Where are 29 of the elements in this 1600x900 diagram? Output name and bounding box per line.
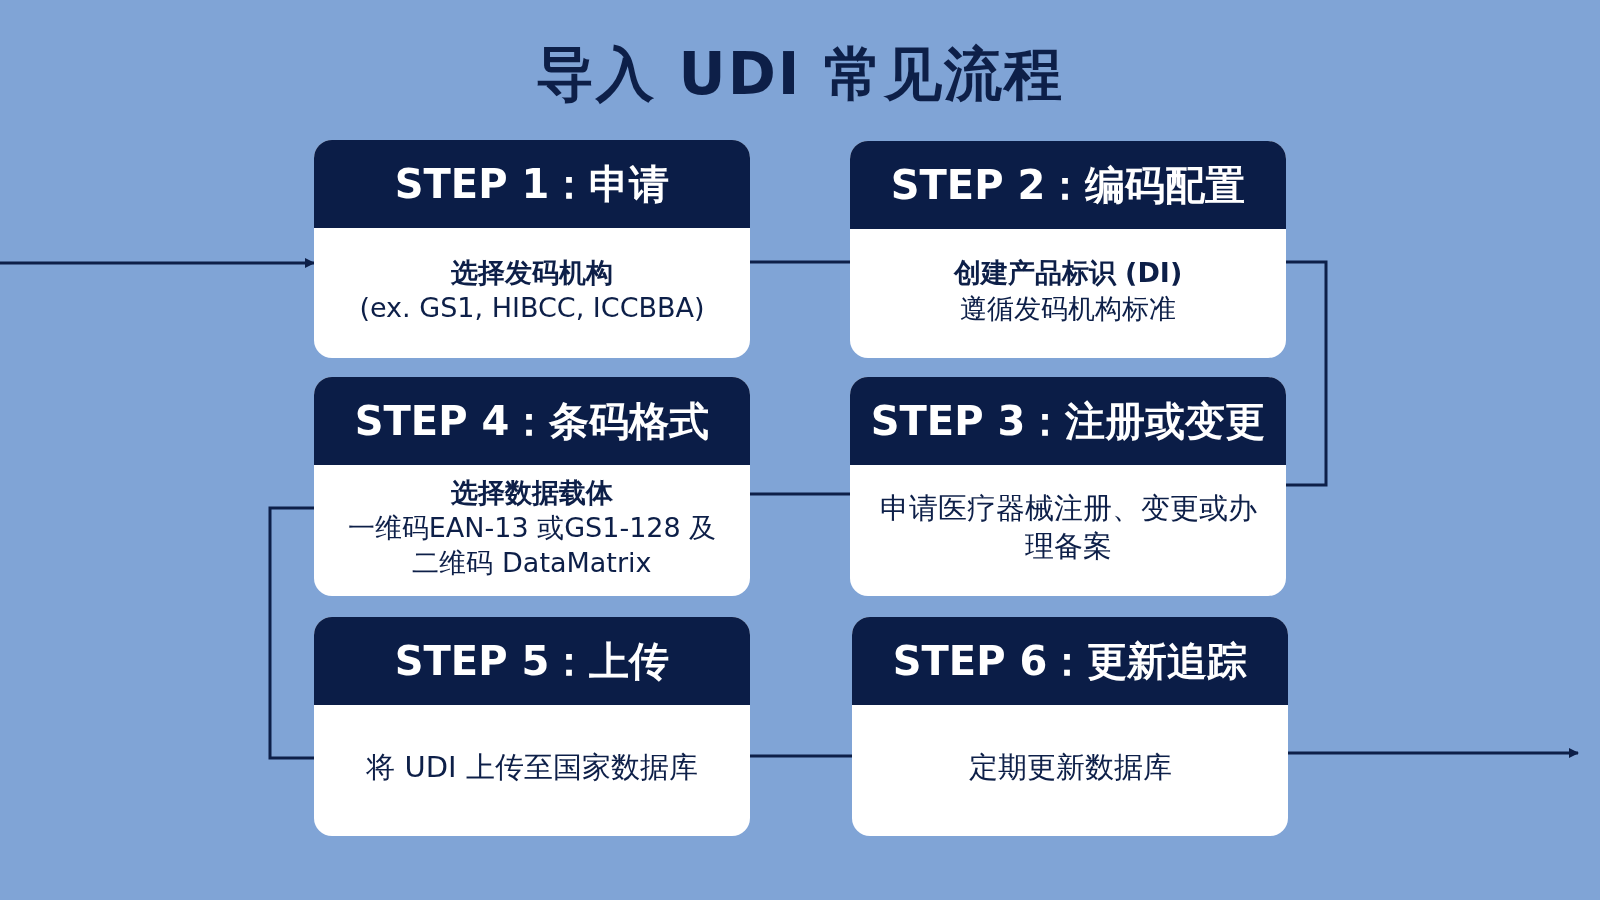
step-card [850, 377, 1286, 596]
step-card [314, 377, 750, 596]
step-subtitle: 选择发码机构 [451, 255, 613, 290]
step-header: STEP 4：条码格式 [314, 377, 750, 465]
connector-line [750, 492, 850, 496]
step-subtitle: 选择数据载体 [451, 475, 613, 510]
title: 导入 UDI 常见流程 [536, 39, 1064, 110]
step-card [314, 140, 750, 358]
arrow [0, 258, 315, 268]
arrow [1288, 748, 1579, 758]
connector-line [750, 754, 852, 758]
step-description: 遵循发码机构标准 [960, 291, 1176, 326]
step-description: 一维码EAN-13 或GS1-128 及二维码 DataMatrix [346, 510, 718, 581]
step-description: 定期更新数据库 [968, 748, 1172, 786]
step-subtitle: 创建产品标识 (DI) [953, 256, 1183, 291]
step-header: STEP 5：上传 [314, 617, 750, 705]
step-card [850, 141, 1286, 358]
step-card [314, 617, 750, 836]
step-header: STEP 1：申请 [314, 140, 750, 228]
step-description: 申请医疗器械注册、变更或办理备案 [878, 489, 1258, 565]
step-description: (ex. GS1, HIBCC, ICCBBA) [359, 291, 705, 325]
step-header: STEP 6：更新追踪 [852, 617, 1288, 705]
connector-line [268, 506, 314, 760]
step-header: STEP 3：注册或变更 [850, 377, 1286, 465]
connector-line [750, 260, 850, 264]
step-card [852, 617, 1288, 836]
connector-line [1286, 260, 1328, 487]
step-description: 将 UDI 上传至国家数据库 [366, 748, 698, 786]
step-header: STEP 2：编码配置 [850, 141, 1286, 229]
